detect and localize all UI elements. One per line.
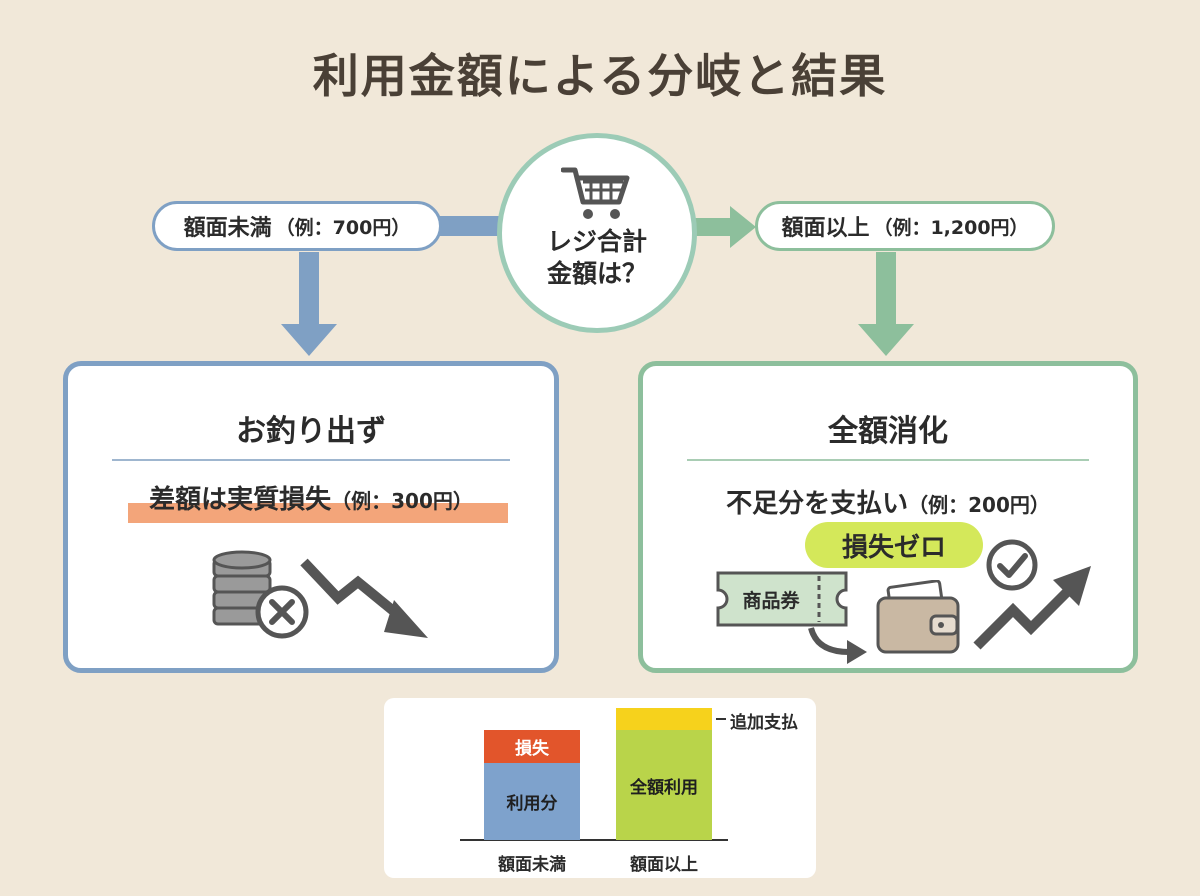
zero-loss-badge: 損失ゼロ (805, 522, 983, 568)
branch-left-example: （例：700円） (275, 216, 411, 239)
payment-main: 不足分を支払い (726, 489, 909, 519)
bar-segment-1-3 (616, 708, 712, 730)
payment-example: （例：200円） (908, 493, 1050, 517)
category-label: 額面以上 (630, 855, 698, 875)
branch-right-label: 額面以上 (781, 216, 870, 241)
shopping-cart-icon (561, 167, 630, 219)
decision-question: レジ合計 金額は？ (547, 226, 647, 290)
decision-line-2: 金額は？ (546, 259, 647, 288)
bar-segment-label: 利用分 (506, 794, 558, 814)
connector-left-horizontal (440, 216, 502, 236)
result-box-left: お釣り出ず 差額は実質損失（例：300円） (63, 361, 559, 673)
comparison-chart: 利用分 損失額面未満 全額利用額面以上 追加支払 (384, 698, 816, 878)
up-trend-arrow-icon (973, 566, 1091, 650)
result-left-title: お釣り出ず (236, 414, 386, 449)
curved-arrow-icon (808, 627, 867, 664)
check-circle-icon (986, 539, 1038, 591)
decision-node: レジ合計 金額は？ (497, 133, 697, 333)
branch-left-label: 額面未満 (183, 216, 272, 241)
voucher-ticket-icon: 商品券 (715, 570, 849, 628)
arrowhead-right (730, 206, 756, 248)
coin-stack-icon (212, 550, 309, 639)
bar-segment-1-2 (616, 730, 712, 840)
result-box-right: 全額消化 不足分を支払い（例：200円） 損失ゼロ 商品券 (638, 361, 1138, 673)
branch-above-face-value: 額面以上 （例：1,200円） (755, 201, 1055, 251)
connector-right-horizontal (695, 218, 733, 236)
arrowhead-right-down (858, 324, 914, 356)
divider (687, 459, 1089, 461)
wallet-icon (876, 580, 960, 654)
cross-icon (255, 585, 309, 639)
page-title: 利用金額による分岐と結果 (312, 49, 888, 103)
connector-right-vertical (876, 252, 896, 326)
bar-segment-label: 損失 (515, 739, 549, 759)
arrowhead-left-down (281, 324, 337, 356)
branch-right-example: （例：1,200円） (873, 216, 1029, 239)
loss-example: （例：300円） (331, 489, 473, 513)
category-label: 額面未満 (498, 855, 566, 875)
bar-segment-0-1 (484, 730, 580, 763)
loss-statement: 差額は実質損失（例：300円） (68, 479, 554, 516)
loss-highlight-bar (128, 503, 508, 523)
down-trend-arrow-icon (300, 558, 428, 638)
divider (112, 459, 510, 461)
decision-line-1: レジ合計 (546, 227, 647, 256)
branch-below-face-value: 額面未満 （例：700円） (152, 201, 442, 251)
loss-main: 差額は実質損失 (149, 485, 332, 515)
result-right-title: 全額消化 (828, 414, 948, 449)
ticket-label: 商品券 (742, 590, 800, 612)
payment-statement: 不足分を支払い（例：200円） (643, 483, 1133, 520)
bar-segment-0-0 (484, 763, 580, 840)
bar-segment-label: 全額利用 (630, 777, 698, 798)
annotation-label: 追加支払 (730, 713, 798, 733)
connector-left-vertical (299, 252, 319, 326)
stacked-bar-chart (460, 708, 728, 841)
